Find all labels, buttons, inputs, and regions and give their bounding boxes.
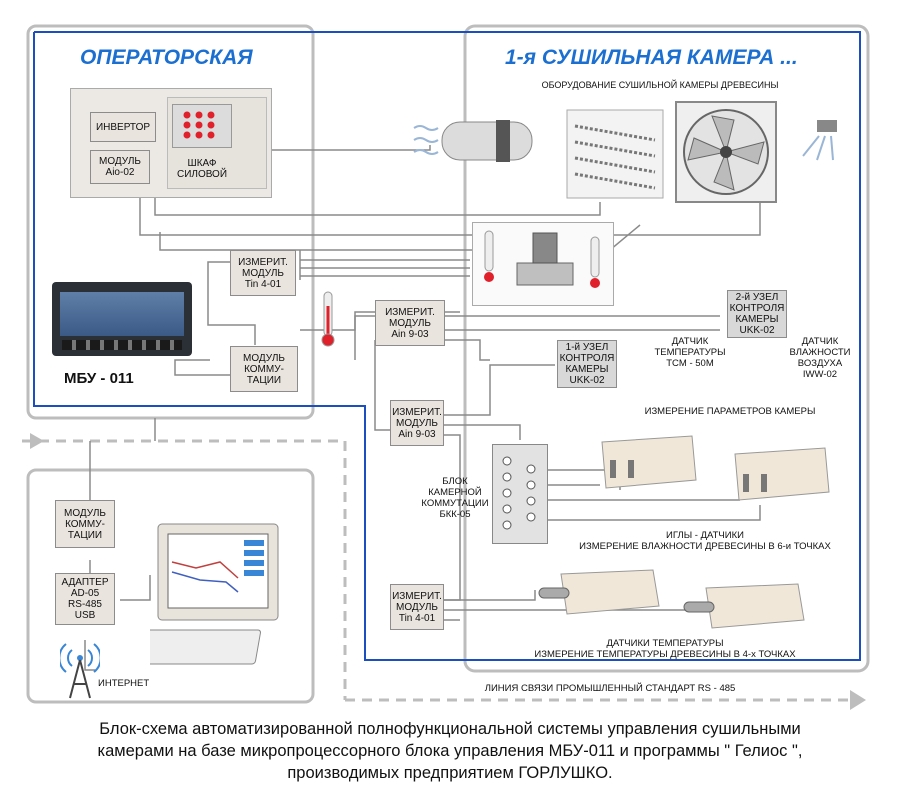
- antenna-icon: [60, 643, 100, 699]
- heater-fan-icon: [413, 120, 533, 162]
- inverter-box: ИНВЕРТОР: [90, 112, 156, 142]
- temp-sensors-label: ДАТЧИКИ ТЕМПЕРАТУРЫ ИЗМЕРЕНИЕ ТЕМПЕРАТУР…: [534, 638, 796, 660]
- module-tin-bottom: ИЗМЕРИТ. МОДУЛЬ Tin 4-01: [390, 584, 444, 630]
- operator-room-title: ОПЕРАТОРСКАЯ: [80, 46, 253, 69]
- control-node-2: 2-й УЗЕЛ КОНТРОЛЯ КАМЕРЫ UKK-02: [727, 290, 787, 338]
- module-comm-top: МОДУЛЬ КОММУ- ТАЦИИ: [230, 346, 298, 392]
- switch-block-label: БЛОК КАМЕРНОЙ КОММУТАЦИИ БКК-05: [421, 476, 489, 520]
- chamber-title: 1-я СУШИЛЬНАЯ КАМЕРА ...: [505, 46, 798, 69]
- mbu-label: МБУ - 011: [64, 370, 134, 387]
- internet-label: ИНТЕРНЕТ: [98, 678, 150, 689]
- rs485-arrow-left: [30, 433, 44, 449]
- heater-coils-icon: [566, 109, 664, 199]
- wood-board-2: [734, 447, 830, 501]
- blue-bus-line: [33, 31, 861, 661]
- hum-sensor-label: ДАТЧИК ВЛАЖНОСТИ ВОЗДУХА IWW-02: [789, 336, 851, 380]
- red-leds: [183, 111, 215, 139]
- mbu-connectors: [62, 340, 182, 350]
- rs485-line-label: ЛИНИЯ СВЯЗИ ПРОМЫШЛЕННЫЙ СТАНДАРТ RS - 4…: [484, 683, 736, 694]
- wood-board-1: [601, 435, 697, 489]
- module-ain-1: ИЗМЕРИТ. МОДУЛЬ Ain 9-03: [375, 300, 445, 346]
- module-aio-box: МОДУЛЬ Aio-02: [90, 150, 150, 184]
- needles-label: ИГЛЫ - ДАТЧИКИ ИЗМЕРЕНИЕ ВЛАЖНОСТИ ДРЕВЕ…: [579, 530, 831, 552]
- measure-params-label: ИЗМЕРЕНИЕ ПАРАМЕТРОВ КАМЕРЫ: [644, 406, 816, 417]
- module-ain-2: ИЗМЕРИТ. МОДУЛЬ Ain 9-03: [390, 400, 444, 446]
- power-cabinet-label: ШКАФ СИЛОВОЙ: [176, 158, 228, 180]
- chamber-frame: [463, 24, 870, 673]
- adapter-box: АДАПТЕР AD-05 RS-485 USB: [55, 573, 115, 625]
- computer-icon: [150, 523, 279, 665]
- control-node-1: 1-й УЗЕЛ КОНТРОЛЯ КАМЕРЫ UKK-02: [557, 340, 617, 388]
- thermometer-icon: [321, 291, 335, 347]
- sprayer-icon: [802, 120, 837, 161]
- wood-board-4: [683, 583, 805, 629]
- diagram-caption: Блок-схема автоматизированной полнофункц…: [97, 720, 803, 782]
- mbu-display: [60, 292, 184, 336]
- module-tin-top: ИЗМЕРИТ. МОДУЛЬ Tin 4-01: [230, 250, 296, 296]
- chamber-subtitle: ОБОРУДОВАНИЕ СУШИЛЬНОЙ КАМЕРЫ ДРЕВЕСИНЫ: [541, 80, 779, 90]
- switch-terminals: [502, 456, 536, 530]
- fan-icon: [675, 101, 777, 203]
- led-panel: [172, 104, 232, 148]
- switch-block: [492, 444, 548, 544]
- wiring: [84, 145, 761, 671]
- rs485-arrow-right: [850, 690, 866, 710]
- valve-icon: [484, 230, 600, 288]
- pc-frame: [26, 468, 315, 704]
- valve-group: [472, 222, 614, 306]
- operator-room-frame: [26, 24, 315, 420]
- module-comm-pc: МОДУЛЬ КОММУ- ТАЦИИ: [55, 500, 115, 548]
- mbu-device: [52, 282, 192, 356]
- temp-sensor-label: ДАТЧИК ТЕМПЕРАТУРЫ TCM - 50M: [654, 336, 726, 369]
- wood-board-3: [538, 569, 660, 615]
